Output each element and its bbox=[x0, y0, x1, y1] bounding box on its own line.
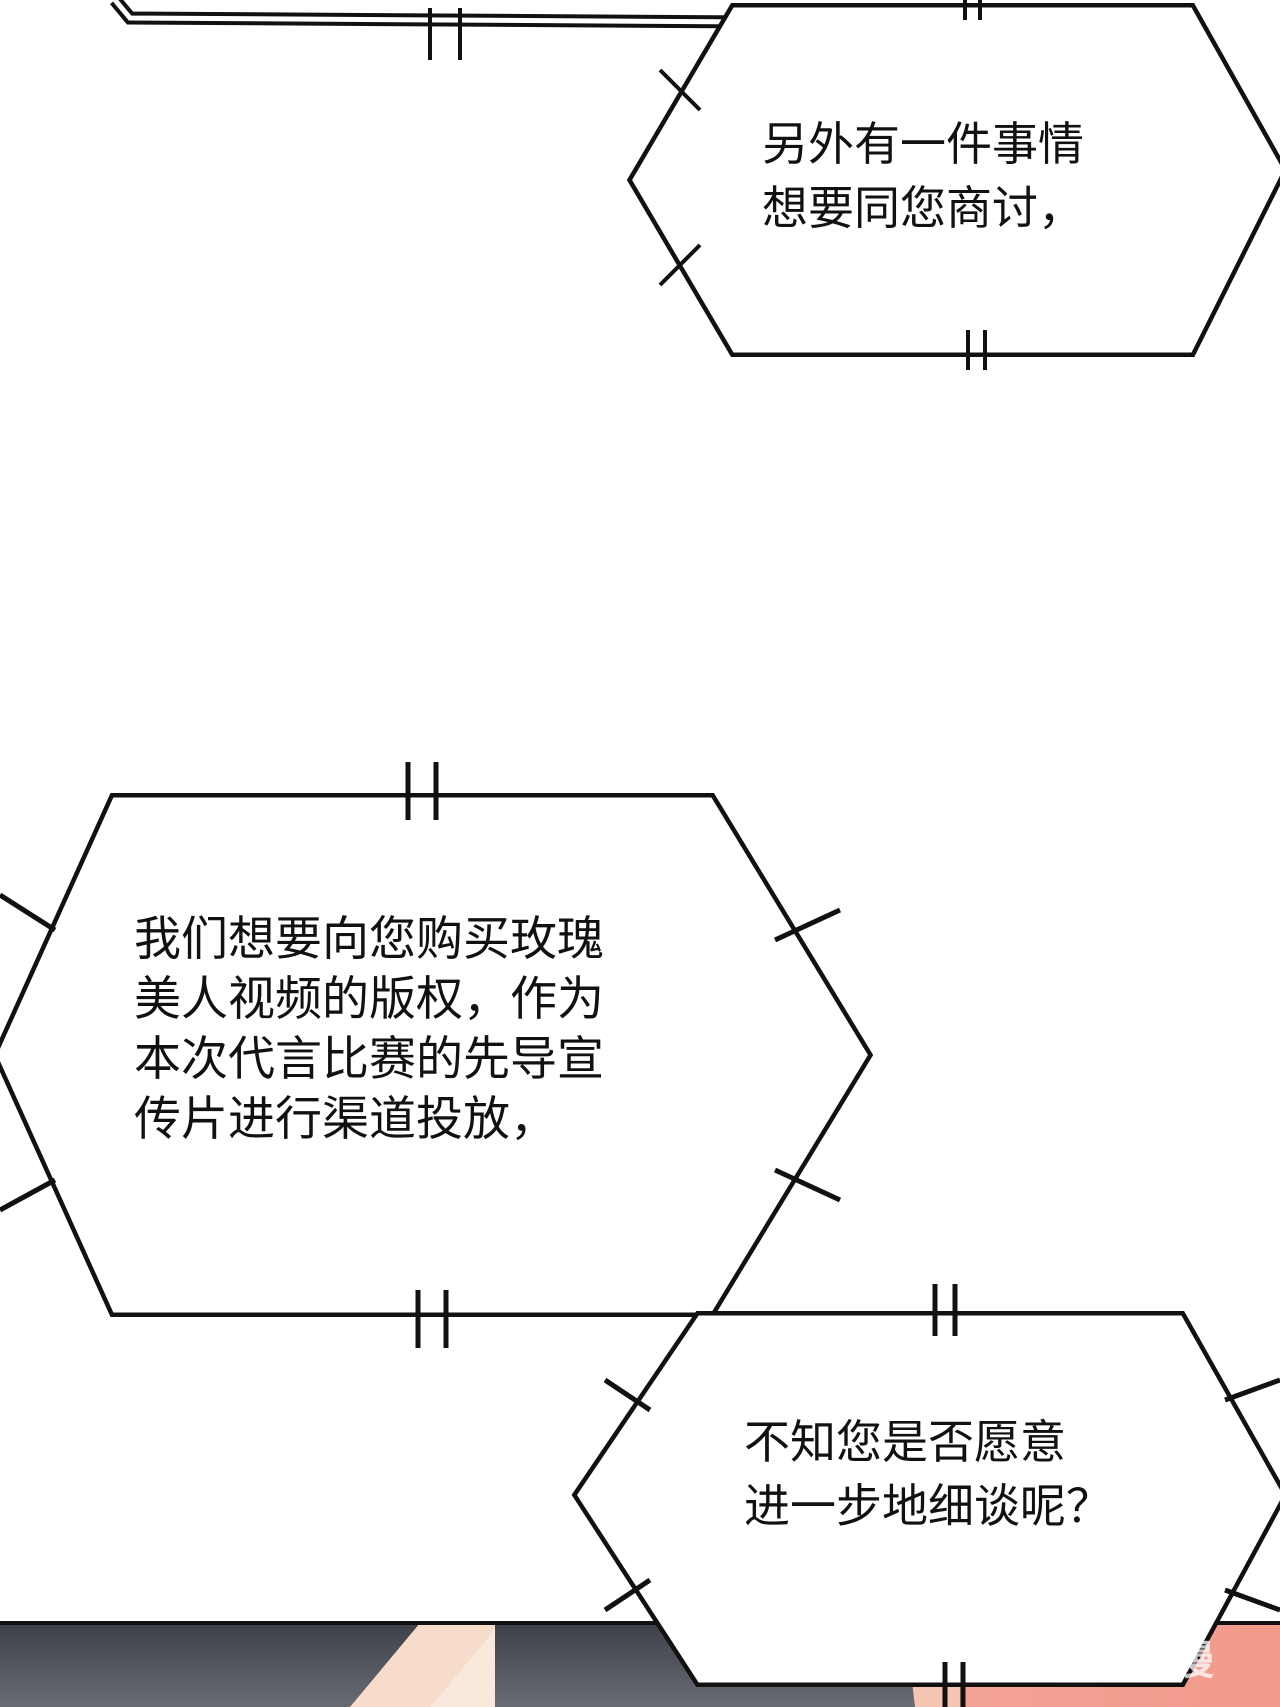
bubble-text-line: 本次代言比赛的先导宣 bbox=[134, 1032, 604, 1087]
bubble-3-text: 不知您是否愿意 进一步地细谈呢？ bbox=[744, 1410, 1112, 1538]
bubble-2-text: 我们想要向您购买玫瑰 美人视频的版权，作为 本次代言比赛的先导宣 传片进行渠道投… bbox=[134, 910, 604, 1150]
speech-bubble-2 bbox=[0, 762, 874, 1348]
speech-bubble-1 bbox=[626, 0, 1280, 370]
bubble-text-line: 想要同您商讨， bbox=[762, 181, 1084, 235]
bubble-text-line: 传片进行渠道投放， bbox=[134, 1092, 557, 1147]
speech-bubble-partial bbox=[110, 0, 761, 60]
bubble-1-text: 另外有一件事情 想要同您商讨， bbox=[762, 112, 1084, 240]
bubble-text-line: 美人视频的版权，作为 bbox=[134, 972, 604, 1027]
bubble-text-line: 我们想要向您购买玫瑰 bbox=[134, 912, 604, 967]
bubble-text-line: 另外有一件事情 bbox=[762, 117, 1084, 171]
bubble-text-line: 进一步地细谈呢？ bbox=[744, 1479, 1112, 1533]
watermark-logo: 腾讯动漫 bbox=[1060, 1638, 1214, 1684]
bubble-text-line: 不知您是否愿意 bbox=[744, 1415, 1066, 1469]
speech-bubble-3 bbox=[571, 1284, 1280, 1707]
